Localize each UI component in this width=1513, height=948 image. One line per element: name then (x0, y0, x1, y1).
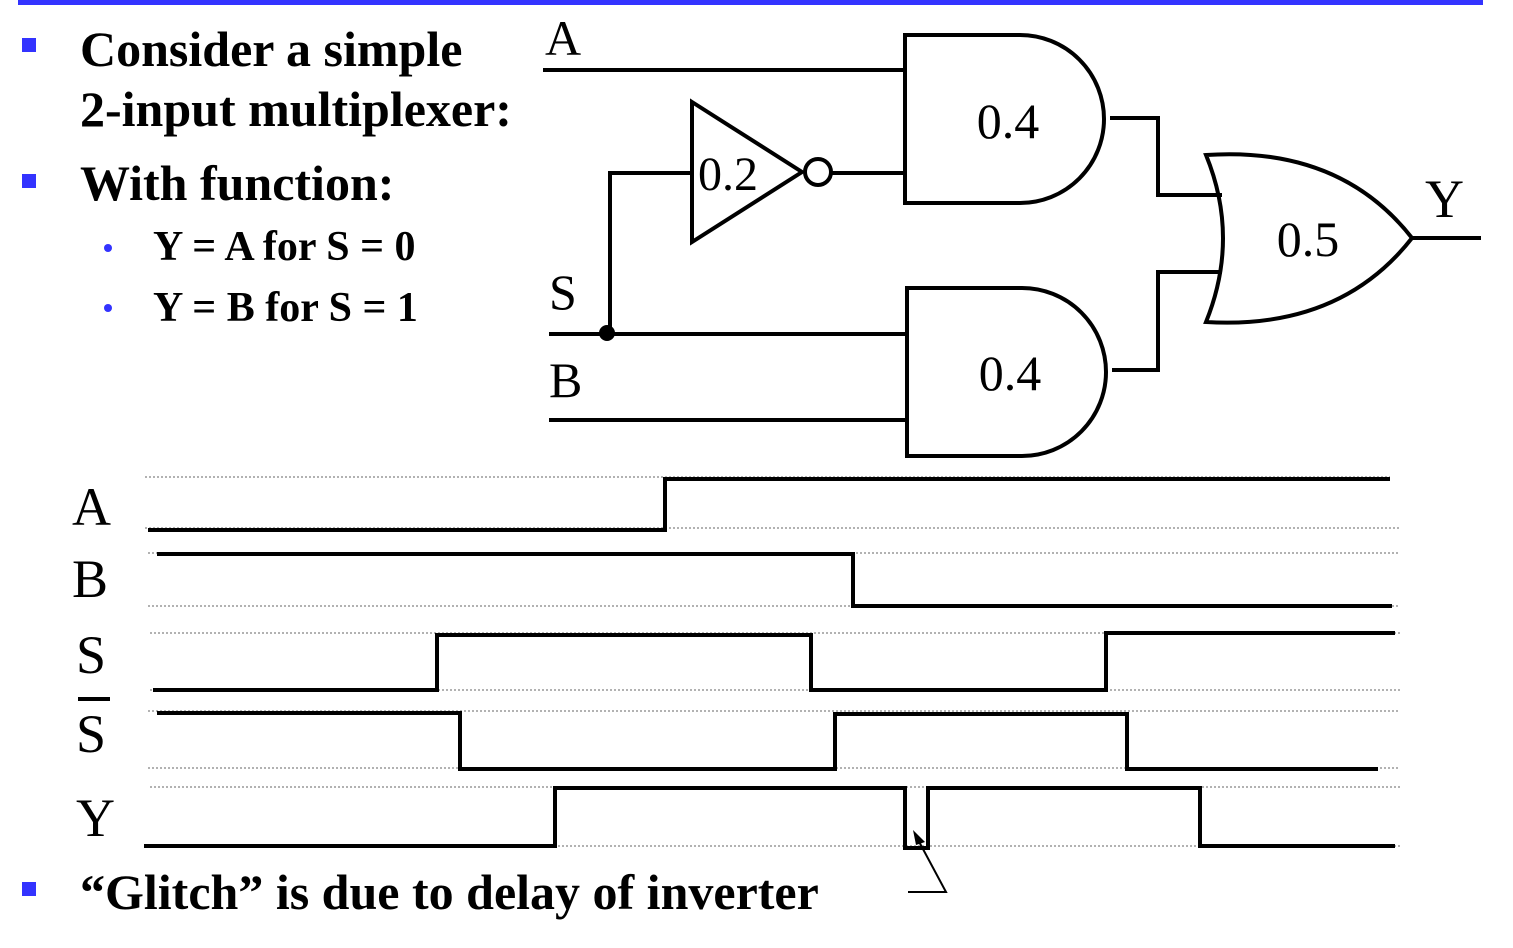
and-bottom-delay: 0.4 (979, 345, 1042, 401)
waveform-s (153, 631, 1395, 692)
and-gate-top (903, 33, 1106, 205)
waveform-y (144, 786, 1395, 850)
or-delay: 0.5 (1277, 211, 1340, 267)
label-b: B (549, 352, 582, 408)
label-a: A (545, 10, 581, 66)
and-gate-bottom (905, 286, 1108, 458)
glitch-callout-arrowhead (913, 830, 925, 845)
waveform-b (157, 552, 1392, 608)
bullet-2: With function: (80, 155, 395, 211)
label-s: S (549, 264, 577, 320)
sub-bullet-marker-2 (104, 304, 112, 312)
wire-and-bottom-out (1112, 270, 1222, 372)
timing-label-s: S (76, 625, 106, 685)
inverter-delay: 0.2 (698, 148, 758, 201)
timing-label-y: Y (76, 788, 115, 848)
waveform-s-bar (157, 711, 1378, 771)
wire-and-top-out (1110, 116, 1222, 197)
timing-label-b: B (72, 549, 108, 609)
bullet-3: “Glitch” is due to delay of inverter (80, 864, 819, 920)
waveform-a (148, 477, 1390, 532)
bullet-marker-1 (22, 38, 36, 52)
and-top-delay: 0.4 (977, 93, 1040, 149)
junction-dot (599, 325, 615, 341)
bullet-marker-2 (22, 174, 36, 188)
wire-s-to-inverter (608, 171, 692, 334)
timing-waveforms (144, 477, 1395, 850)
sub-bullet-1: Y = A for S = 0 (153, 224, 416, 270)
bullet-1-line-2: 2-input multiplexer: (80, 81, 512, 137)
timing-guides (145, 476, 1400, 847)
bullet-1-line-1: Consider a simple (80, 21, 463, 77)
glitch-callout-line (908, 835, 948, 893)
sub-bullet-marker-1 (104, 244, 112, 252)
bullet-marker-3 (22, 882, 36, 896)
or-gate (1203, 152, 1415, 325)
inverter-bubble (803, 157, 833, 187)
sub-bullet-2: Y = B for S = 1 (153, 285, 418, 331)
timing-label-a: A (72, 477, 111, 537)
title-accent-bar (18, 0, 1483, 5)
timing-label-s-bar: S (76, 704, 106, 764)
label-y: Y (1425, 169, 1464, 229)
inverter-gate (690, 98, 806, 246)
